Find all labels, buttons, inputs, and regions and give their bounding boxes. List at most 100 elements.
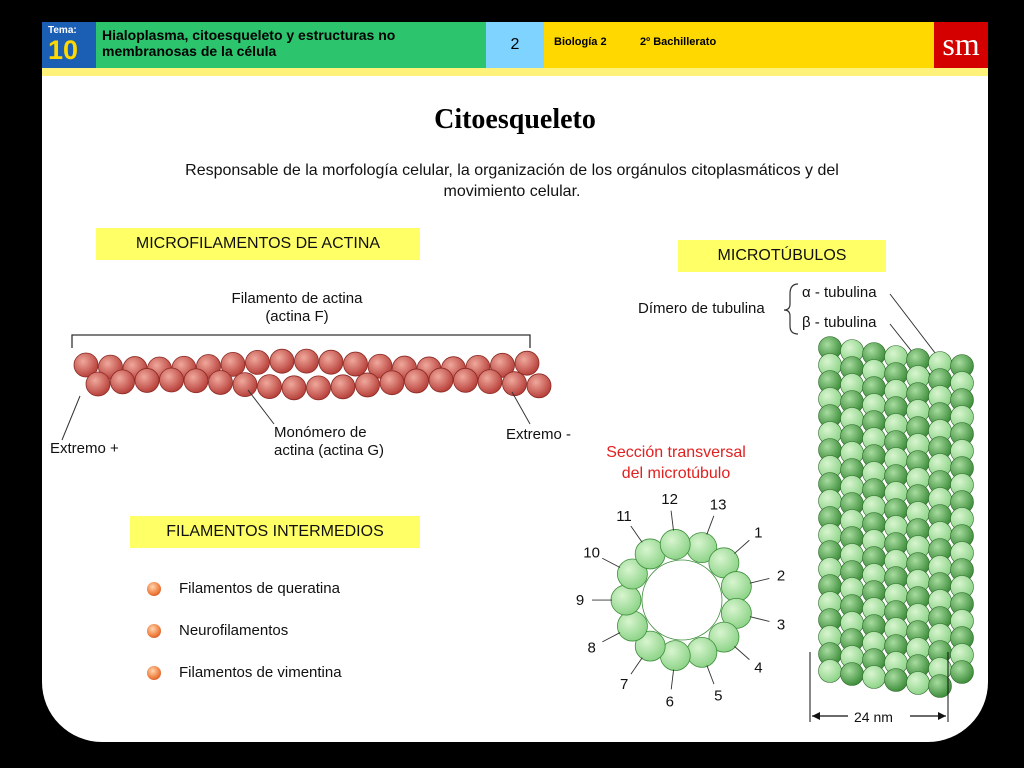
subject-label: Biología 2 (554, 36, 607, 48)
protofilament-number: 4 (754, 660, 762, 677)
protofilament (708, 621, 740, 653)
cross-section-title: Sección transversal del microtúbulo (606, 444, 746, 482)
microfilaments-heading: MICROFILAMENTOS DE ACTINA (96, 228, 420, 260)
publisher-logo: sm (934, 22, 988, 68)
protofilament-number: 9 (576, 592, 584, 609)
diameter-label: 24 nm (854, 709, 893, 725)
actin-monomer (526, 373, 552, 399)
protofilament-number: 6 (666, 693, 674, 710)
header-bar: Tema: 10 Hialoplasma, citoesqueleto y es… (42, 22, 988, 68)
actin-monomer (281, 375, 307, 401)
subject-box: Biología 2 2º Bachillerato (544, 22, 934, 68)
protofilament (720, 571, 752, 602)
actin-monomer (269, 348, 295, 374)
actin-monomer (355, 372, 380, 398)
minus-end-label: Extremo - (506, 426, 572, 443)
protofilament-leader (670, 510, 674, 531)
actin-monomer (318, 349, 344, 375)
page-number: 2 (486, 22, 544, 68)
protofilament (659, 529, 691, 560)
actin-monomer (294, 348, 319, 374)
protofilament-leader (602, 557, 621, 568)
protofilament-number: 7 (620, 676, 628, 693)
actin-monomer (85, 371, 111, 397)
protofilament-leader (670, 669, 675, 690)
slide: Tema: 10 Hialoplasma, citoesqueleto y es… (42, 22, 988, 742)
intermediate-heading: FILAMENTOS INTERMEDIOS (130, 516, 420, 548)
beta-tubulin-label: β - tubulina (802, 314, 877, 331)
actin-monomer (245, 349, 270, 375)
monomer-label: Monómero de actina (actina G) (274, 424, 385, 459)
tubulin-subunit (818, 659, 842, 683)
protofilament-number: 13 (710, 497, 727, 514)
plus-end-leader (61, 395, 81, 441)
intermediate-item-neurofilaments: Neurofilamentos (179, 622, 289, 639)
actin-monomer (110, 369, 135, 395)
actin-monomer (73, 352, 99, 378)
tubulin-subunit (950, 660, 974, 684)
protofilament-leader (734, 539, 750, 554)
actin-monomer (343, 351, 368, 377)
bullet-icon (147, 666, 161, 680)
actin-monomer (428, 367, 454, 393)
arrowhead-right (938, 712, 946, 720)
actin-filament-label: Filamento de actina (actina F) (231, 290, 363, 325)
actin-monomer (208, 370, 233, 395)
dimer-brace (783, 283, 799, 335)
bullet-icon (147, 582, 161, 596)
protofilament (634, 630, 666, 662)
actin-monomer (453, 367, 478, 393)
actin-monomer (330, 374, 356, 400)
arrowhead-left (812, 712, 820, 720)
actin-monomer (514, 350, 540, 376)
actin-monomer (159, 367, 184, 393)
tubulin-subunit (884, 668, 908, 692)
protofilament-number: 12 (661, 491, 678, 508)
actin-monomer (379, 370, 405, 396)
protofilament-leader (749, 616, 770, 622)
actin-monomer (306, 375, 331, 401)
protofilament (610, 584, 642, 616)
bullet-icon (147, 624, 161, 638)
actin-monomer (134, 368, 160, 393)
intermediate-item-keratin: Filamentos de queratina (179, 580, 340, 597)
intermediate-item-vimentin: Filamentos de vimentina (179, 664, 342, 681)
protofilament-leader (706, 665, 715, 685)
microtubules-heading: MICROTÚBULOS (678, 240, 886, 272)
protofilament-leader (734, 646, 750, 660)
actin-monomer (220, 351, 246, 377)
tubulin-dimer-label: Dímero de tubulina (638, 300, 765, 317)
protofilament (616, 558, 648, 590)
actin-monomer (183, 368, 209, 394)
protofilament-leader (630, 525, 643, 543)
tubulin-subunit (862, 665, 886, 689)
protofilament-leader (602, 632, 621, 643)
protofilament-number: 1 (754, 524, 762, 541)
course-label: 2º Bachillerato (640, 36, 717, 48)
filament-bracket (71, 334, 531, 348)
actin-monomer (477, 369, 503, 395)
lumen (641, 559, 723, 641)
topic-title-box: Hialoplasma, citoesqueleto y estructuras… (96, 22, 486, 68)
header-underline (42, 68, 988, 76)
tubulin-subunit (906, 671, 930, 695)
tubulin-subunit (840, 662, 864, 686)
actin-monomer (404, 368, 429, 394)
tema-label: Tema: (48, 25, 77, 36)
alpha-leader (889, 293, 943, 363)
actin-monomer (257, 374, 282, 400)
tubulin-subunit (928, 674, 952, 698)
protofilament-number: 8 (588, 639, 596, 656)
protofilament-leader (706, 515, 715, 535)
protofilament-number: 2 (777, 568, 785, 585)
page-title: Citoesqueleto (434, 104, 596, 135)
protofilament (617, 610, 648, 642)
minus-end-leader (511, 391, 531, 425)
protofilament-leader (630, 657, 643, 675)
protofilament-number: 11 (616, 508, 632, 525)
protofilament-number: 10 (583, 545, 600, 562)
protofilament-number: 5 (714, 687, 722, 704)
monomer-leader (247, 389, 275, 425)
plus-end-label: Extremo + (50, 440, 119, 457)
